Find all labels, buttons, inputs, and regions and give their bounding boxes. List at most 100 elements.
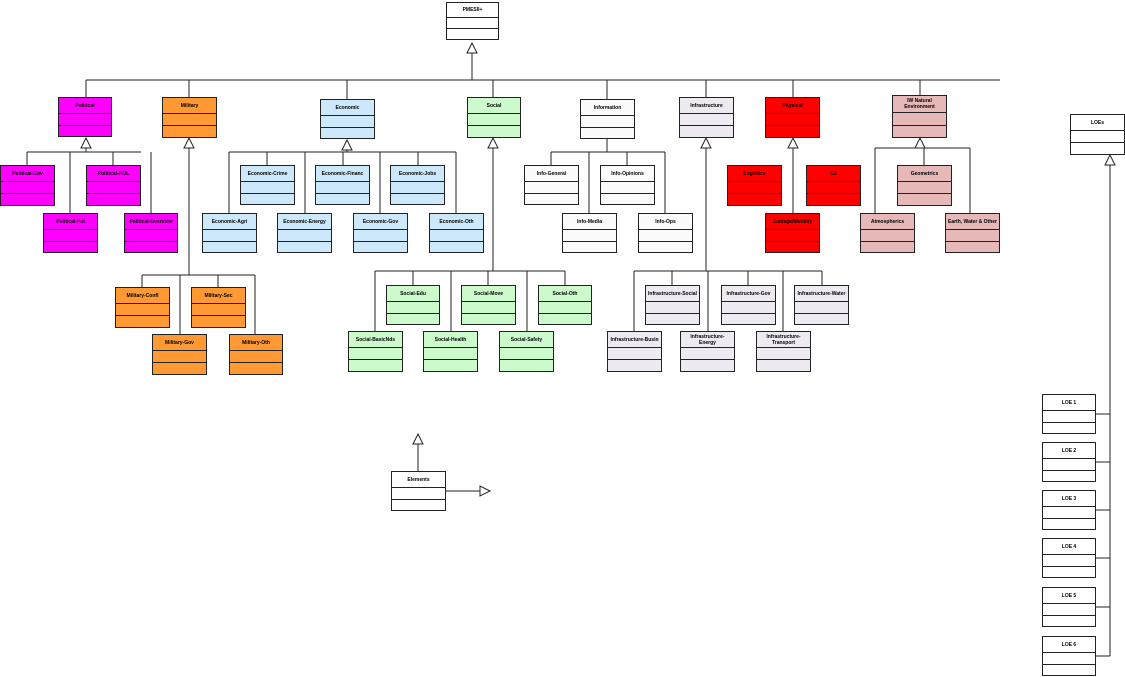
box-info-opinions[interactable]: Info-Opinions (600, 165, 655, 205)
attributes-compartment (278, 229, 331, 241)
box-infrastructure-transport[interactable]: Infrastructure-Transport (756, 331, 811, 372)
box-information[interactable]: Information (580, 99, 635, 139)
box-economic-oth[interactable]: Economic-Oth (429, 213, 484, 253)
box-loe-5[interactable]: LOE 5 (1042, 587, 1096, 627)
box-loe-5-title: LOE 5 (1061, 592, 1077, 599)
box-political-rol[interactable]: Political-ROL (86, 165, 141, 206)
box-political-pol[interactable]: Political-Pol (43, 213, 98, 253)
box-military[interactable]: Military (162, 97, 217, 138)
operations-compartment (581, 127, 634, 138)
attributes-compartment (163, 113, 216, 125)
box-military-sec[interactable]: Military-Sec (191, 287, 246, 328)
box-info-general[interactable]: Info-General (524, 165, 579, 205)
box-social[interactable]: Social (467, 97, 521, 138)
box-info-media[interactable]: Info-Media (562, 213, 617, 253)
box-loe-2[interactable]: LOE 2 (1042, 442, 1096, 482)
box-natural-environment[interactable]: IW Natural Environment (892, 95, 947, 138)
box-info-ops[interactable]: Info-Ops (638, 213, 693, 253)
generalization-arrow-icon (914, 136, 926, 149)
box-infrastructure-water[interactable]: Infrastructure-Water (794, 285, 849, 325)
box-geometrics[interactable]: Geometrics (897, 165, 952, 206)
attributes-compartment (722, 301, 775, 313)
box-logistics[interactable]: Logistics (727, 165, 782, 206)
operations-compartment (230, 362, 282, 374)
attributes-compartment (468, 113, 520, 125)
operations-compartment (163, 125, 216, 137)
box-military-oth[interactable]: Military-Oth (229, 334, 283, 375)
box-loe-6[interactable]: LOE 6 (1042, 636, 1096, 676)
attributes-compartment (1043, 506, 1095, 518)
attributes-compartment (757, 347, 810, 359)
box-infrastructure-energy-title: Infrastructure-Energy (690, 333, 725, 346)
attributes-compartment (1, 181, 54, 193)
box-elements[interactable]: Elements (391, 471, 446, 511)
operations-compartment (1, 193, 54, 205)
box-infrastructure[interactable]: Infrastructure (679, 97, 734, 138)
generalization-arrow-icon (487, 136, 499, 149)
box-infrastructure-gov[interactable]: Infrastructure-Gov (721, 285, 776, 325)
box-infrastructure-social[interactable]: Infrastructure-Social (645, 285, 700, 325)
box-social-health[interactable]: Social-Health (423, 331, 478, 372)
box-military-confl-title: Military-Confl (126, 292, 159, 299)
box-physical-title: Physical (782, 102, 803, 109)
box-economic-energy[interactable]: Economic-Energy (277, 213, 332, 253)
attributes-compartment (153, 350, 206, 362)
box-info-ops-title: Info-Ops (655, 218, 676, 225)
box-social-edu[interactable]: Social-Edu (386, 285, 440, 325)
box-political-gov[interactable]: Political-Gov (0, 165, 55, 206)
attributes-compartment (1043, 554, 1095, 566)
box-infrastructure-busin[interactable]: Infrastructure-Busin (607, 331, 662, 372)
box-loes[interactable]: LOEs (1070, 114, 1125, 155)
box-military-gov[interactable]: Military-Gov (152, 334, 207, 375)
box-political-gov-title: Political-Gov (12, 170, 43, 177)
attributes-compartment (525, 181, 578, 193)
box-earth-water-other[interactable]: Earth, Water & Other (945, 213, 1000, 253)
generalization-arrow-icon (412, 432, 424, 445)
attributes-compartment (807, 181, 860, 193)
box-social-basicnds[interactable]: Social-BasicNds (348, 331, 403, 372)
attributes-compartment (681, 347, 734, 359)
operations-compartment (500, 359, 553, 371)
attributes-compartment (116, 303, 169, 315)
box-pmesii[interactable]: PMESII+ (446, 2, 499, 40)
box-infrastructure-energy[interactable]: Infrastructure-Energy (680, 331, 735, 372)
box-atmospherics[interactable]: Atmospherics (860, 213, 915, 253)
box-economic-agri[interactable]: Economic-Agri (202, 213, 257, 253)
box-economic-gov[interactable]: Economic-Gov (353, 213, 408, 253)
box-economic-crime[interactable]: Economic-Crime (240, 165, 295, 205)
box-physical[interactable]: Physical (765, 97, 820, 138)
attributes-compartment (87, 181, 140, 193)
box-loe-3[interactable]: LOE 3 (1042, 490, 1096, 530)
box-c2[interactable]: C2 (806, 165, 861, 206)
operations-compartment (946, 241, 999, 252)
box-loe-4[interactable]: LOE 4 (1042, 538, 1096, 578)
box-political-overview[interactable]: Political-Overview (124, 213, 178, 253)
attributes-compartment (861, 229, 914, 241)
operations-compartment (1043, 470, 1095, 481)
box-damage-mobility[interactable]: Damage/Mobility (765, 213, 820, 253)
generalization-arrow-icon (341, 138, 353, 151)
box-info-opinions-title: Info-Opinions (611, 170, 644, 177)
box-pmesii-title: PMESII+ (462, 7, 483, 13)
box-economic-financ[interactable]: Economic-Financ (315, 165, 370, 205)
generalization-arrow-icon (700, 136, 712, 149)
box-economic[interactable]: Economic (320, 99, 375, 139)
box-social-safety[interactable]: Social-Safety (499, 331, 554, 372)
box-social-move[interactable]: Social-Move (461, 285, 516, 325)
attributes-compartment (430, 229, 483, 241)
operations-compartment (728, 193, 781, 205)
box-social-oth[interactable]: Social-Oth (538, 285, 592, 325)
box-geometrics-title: Geometrics (910, 170, 939, 177)
operations-compartment (722, 313, 775, 324)
operations-compartment (424, 359, 477, 371)
box-economic-jobs[interactable]: Economic-Jobs (390, 165, 445, 205)
box-military-confl[interactable]: Military-Confl (115, 287, 170, 328)
box-political[interactable]: Political (58, 97, 112, 137)
box-loe-3-title: LOE 3 (1061, 495, 1077, 502)
operations-compartment (1043, 518, 1095, 529)
operations-compartment (1071, 142, 1124, 154)
generalization-arrow-icon (80, 136, 92, 149)
box-loe-1[interactable]: LOE 1 (1042, 394, 1096, 434)
operations-compartment (278, 241, 331, 252)
